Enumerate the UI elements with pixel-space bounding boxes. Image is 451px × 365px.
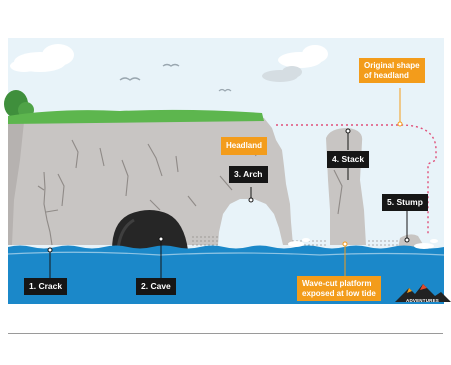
platform-label: Wave-cut platform exposed at low tide — [297, 276, 381, 301]
arch-label: 3. Arch — [229, 166, 268, 183]
stump-label: 5. Stump — [382, 194, 428, 211]
crack-label: 1. Crack — [24, 278, 67, 295]
platform-label-line2: exposed at low tide — [302, 289, 376, 299]
original-shape-label-line2: of headland — [364, 71, 420, 81]
cave-label: 2. Cave — [136, 278, 176, 295]
headland-label: Headland — [221, 137, 267, 155]
bottom-divider — [8, 333, 443, 334]
platform-texture — [190, 236, 220, 246]
pointer-dot-orange — [398, 122, 402, 126]
original-shape-label-line1: Original shape — [364, 61, 420, 71]
platform-label-line1: Wave-cut platform — [302, 279, 376, 289]
logo-text: ADVENTURES — [406, 298, 439, 303]
pointer-dot-orange — [343, 242, 347, 246]
sea-stack — [326, 128, 366, 245]
stack-label: 4. Stack — [327, 151, 369, 168]
original-shape-label: Original shape of headland — [359, 58, 425, 83]
